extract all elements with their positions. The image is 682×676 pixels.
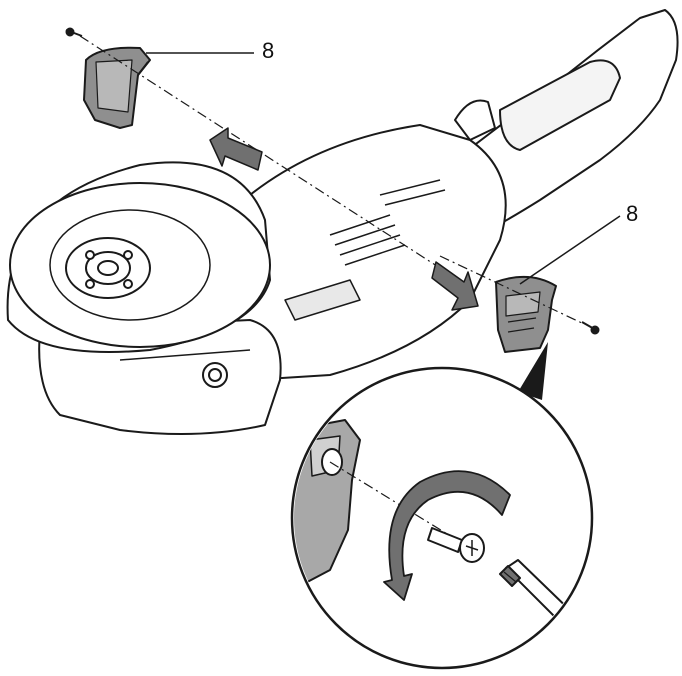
disc-assembly (6, 161, 272, 353)
axis-line-right (439, 255, 585, 325)
detail-view (290, 366, 594, 670)
rotation-arrow-icon (383, 470, 511, 601)
detail-screw-icon (427, 527, 485, 563)
grinder-handle (467, 9, 679, 241)
removal-arrow-top (209, 127, 263, 171)
gear-head-rib (119, 349, 251, 361)
callout-leader-right (519, 215, 621, 285)
callout-label-right: 8 (626, 201, 639, 226)
disc-inner-ring (49, 209, 211, 321)
switch (454, 99, 496, 141)
flange-hole (85, 279, 95, 289)
vent-slots (329, 179, 446, 266)
side-slot (284, 279, 361, 321)
brush-cover-right (495, 275, 557, 353)
callout-label-top: 8 (262, 38, 275, 63)
screw-icon (581, 321, 600, 335)
flange-hole (123, 279, 133, 289)
detail-screw-hole (321, 448, 343, 476)
screw-icon (65, 27, 83, 37)
zoom-pointer (518, 342, 548, 400)
brush-cover-top (83, 46, 151, 129)
flange-hole (123, 250, 133, 260)
grip-panel (499, 59, 621, 151)
removal-arrow-right (431, 261, 479, 311)
grinder-body (38, 9, 679, 435)
flange-hole (85, 250, 95, 260)
